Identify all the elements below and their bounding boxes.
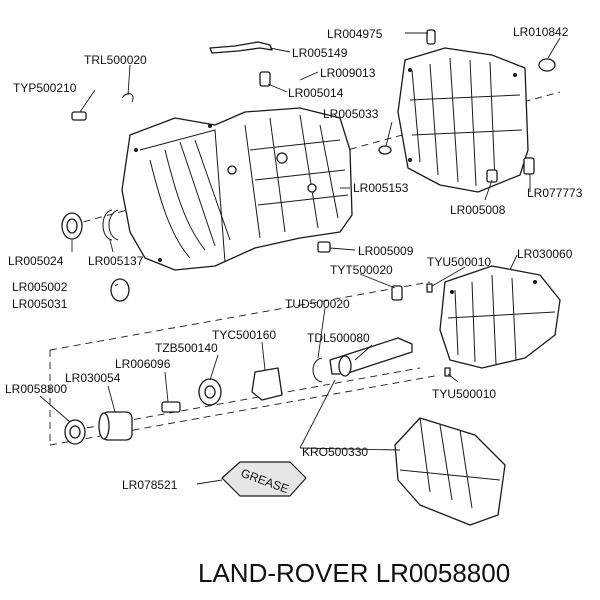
callout-lr009013: LR009013 [320, 66, 376, 80]
callout-tyu500010-bottom: TYU500010 [432, 387, 496, 401]
clip-part [121, 93, 134, 103]
callout-lr0058800: LR0058800 [5, 382, 67, 396]
callout-lr005002: LR005002 [12, 280, 68, 294]
sensor-part [426, 29, 436, 45]
plug-part [259, 71, 271, 87]
callout-lr005009: LR005009 [358, 244, 414, 258]
callout-lr030054: LR030054 [65, 371, 121, 385]
snap-ring-part [312, 357, 323, 383]
callout-lr077773: LR077773 [527, 186, 583, 200]
callout-labels: LR004975 LR010842 TRL500020 LR005149 TYP… [5, 25, 583, 492]
oil-pan [394, 417, 506, 526]
dowel-pin-part [391, 285, 403, 301]
callout-lr005153: LR005153 [353, 181, 409, 195]
callout-kro500330: KRO500330 [302, 445, 368, 459]
callout-lr078521: LR078521 [122, 478, 178, 492]
cover-bolt-bottom [444, 367, 451, 377]
o-ring-part [110, 278, 130, 302]
rear-extension-case [397, 47, 529, 193]
grease-bag [221, 461, 307, 497]
drain-plug-part [486, 169, 498, 183]
callout-lr006096: LR006096 [115, 357, 171, 371]
callout-lr005014: LR005014 [288, 86, 344, 100]
callout-lr005024: LR005024 [8, 254, 64, 268]
callout-lr005031: LR005031 [12, 297, 68, 311]
callout-trl500020: TRL500020 [84, 53, 147, 67]
cover-bolt-top [426, 283, 433, 293]
seal-part [378, 145, 392, 155]
footer-caption: LAND-ROVER LR0058800 [198, 558, 510, 588]
callout-lr010842: LR010842 [513, 25, 569, 39]
callout-typ500210: TYP500210 [13, 81, 77, 95]
callout-tdl500080: TDL500080 [307, 331, 370, 345]
bushing-part [538, 58, 556, 72]
callout-tyc500160: TYC500160 [212, 328, 276, 342]
main-transmission-case [121, 107, 353, 271]
small-parts: GREASE [61, 29, 556, 497]
leader-lines [39, 32, 561, 485]
fill-plug-part [317, 241, 331, 253]
breather-pipe [209, 41, 273, 54]
callout-tyt500020: TYT500020 [330, 263, 393, 277]
front-cover-case [439, 265, 561, 369]
circlip-part [102, 209, 113, 241]
thrust-washer-part [251, 367, 283, 401]
callout-tyu500010-top: TYU500010 [427, 255, 491, 269]
spigot-part [161, 401, 181, 413]
callout-lr004975: LR004975 [327, 27, 383, 41]
callout-lr030060: LR030060 [517, 247, 573, 261]
callout-tud500020: TUD500020 [285, 297, 350, 311]
switch-part [523, 157, 535, 175]
callout-lr005008: LR005008 [450, 203, 506, 217]
callout-tzb500140: TZB500140 [155, 341, 218, 355]
bolt-part [71, 111, 87, 121]
callout-lr005033: LR005033 [323, 107, 379, 121]
callout-lr005137: LR005137 [88, 254, 144, 268]
callout-lr005149: LR005149 [292, 46, 348, 60]
